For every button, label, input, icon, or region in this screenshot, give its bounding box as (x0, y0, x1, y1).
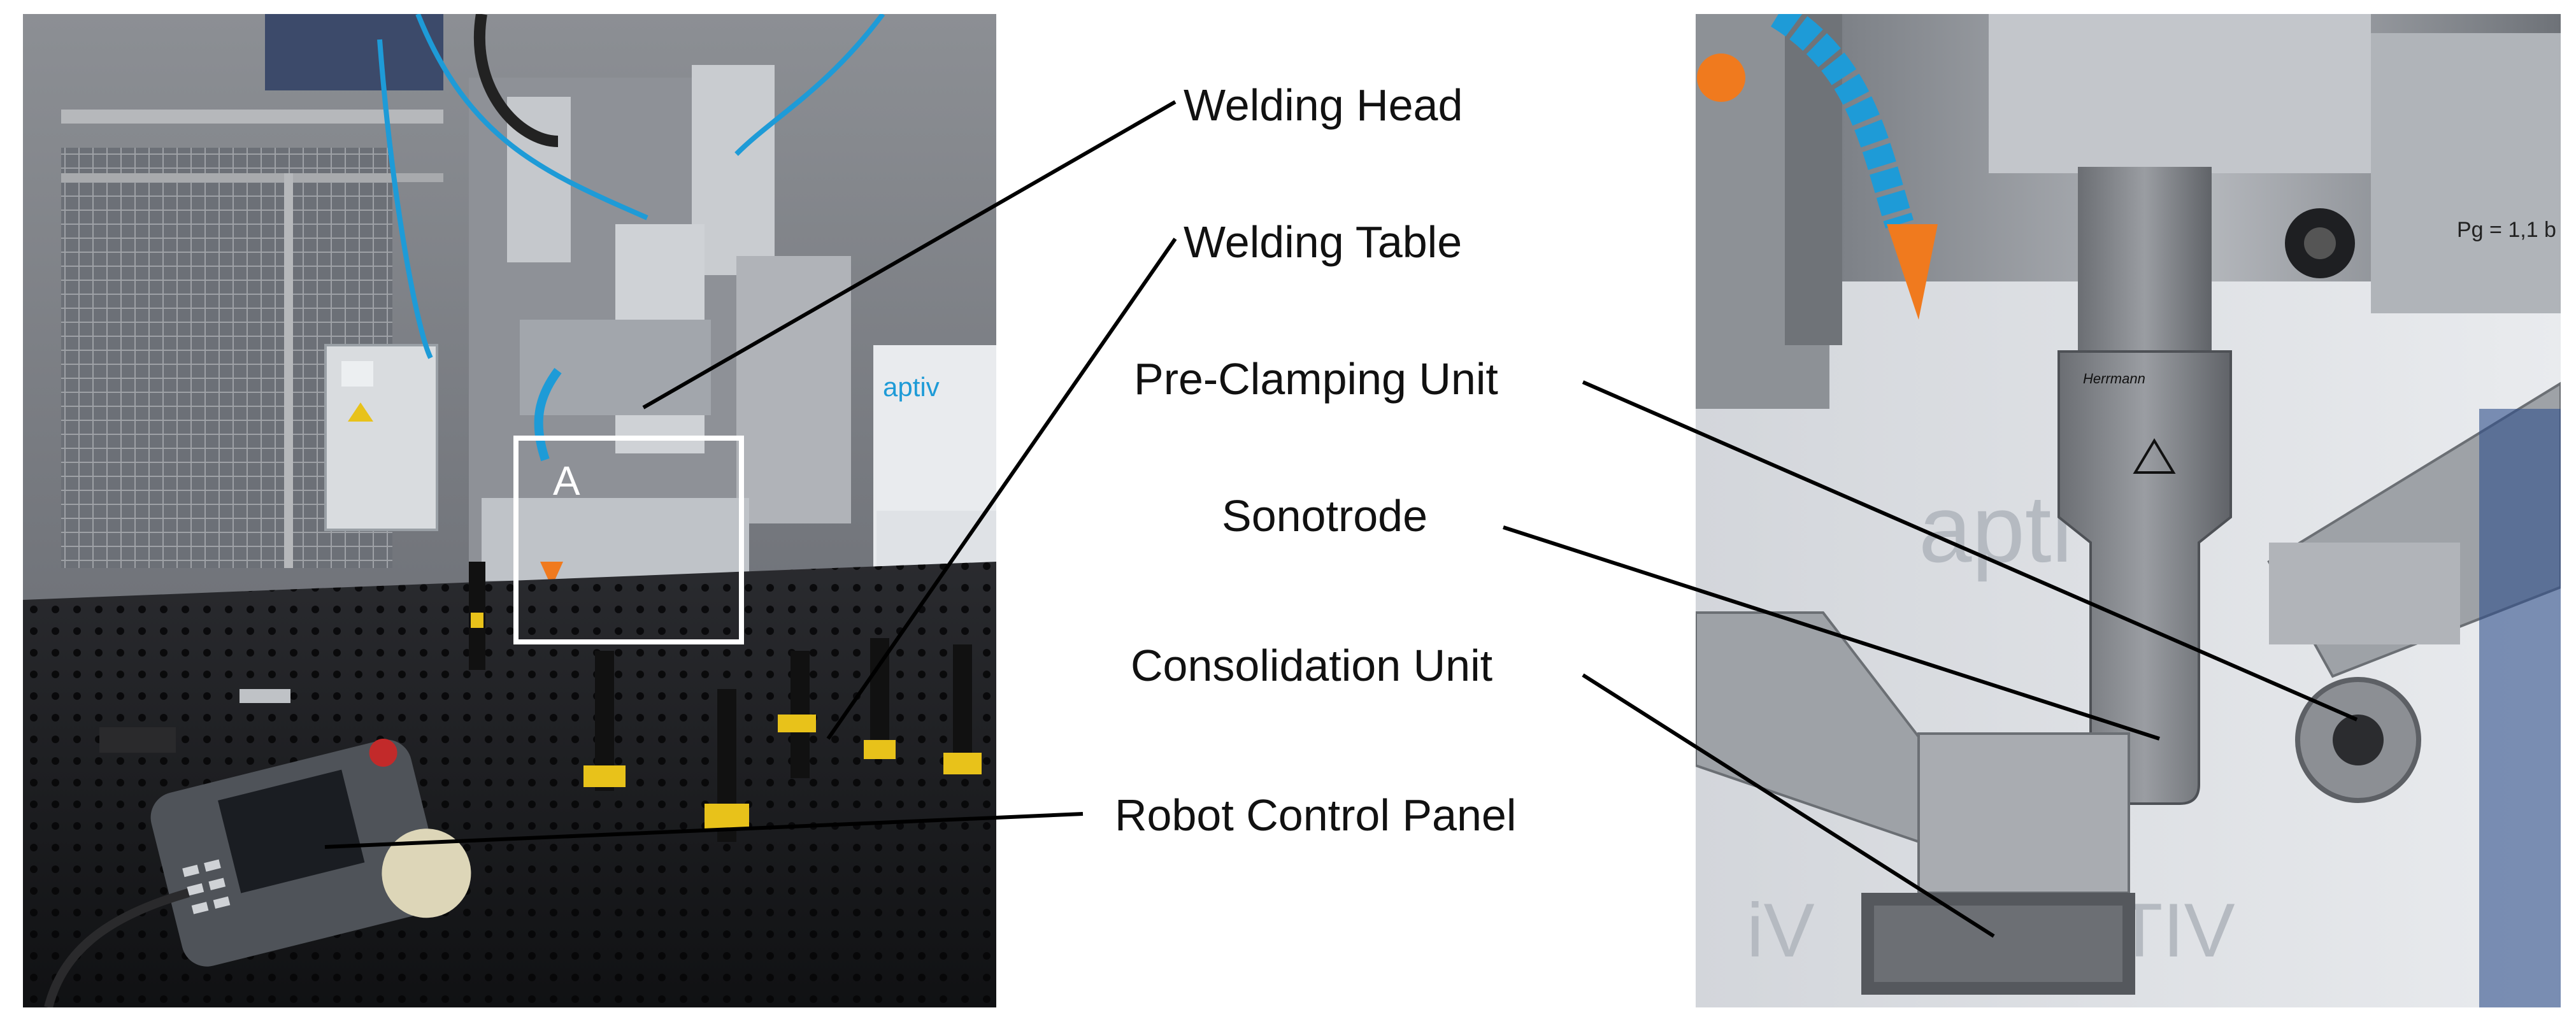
sonotrode-brand-text: Herrmann (2083, 371, 2145, 387)
callout-sonotrode: Sonotrode (1222, 491, 1428, 541)
callout-robot-control-panel: Robot Control Panel (1115, 790, 1517, 840)
sonotrode-closeup-photo: apti iV PTIV Pg = 1,1 b Herrmann (1696, 14, 2561, 1007)
inset-marker-left: A (553, 458, 580, 504)
svg-text:apti: apti (1919, 475, 2073, 582)
callout-pre-clamping-unit: Pre-Clamping Unit (1134, 354, 1498, 404)
callout-welding-head: Welding Head (1184, 80, 1463, 130)
callout-welding-table: Welding Table (1184, 217, 1463, 267)
svg-text:iV: iV (1747, 888, 1815, 973)
inset-highlight-box (513, 436, 744, 644)
welding-cell-photo: aptiv aptiv (23, 14, 996, 1007)
pressure-tag-text: Pg = 1,1 b (2457, 218, 2556, 242)
callout-consolidation-unit: Consolidation Unit (1131, 641, 1493, 690)
brand-box-text: aptiv (883, 372, 940, 402)
